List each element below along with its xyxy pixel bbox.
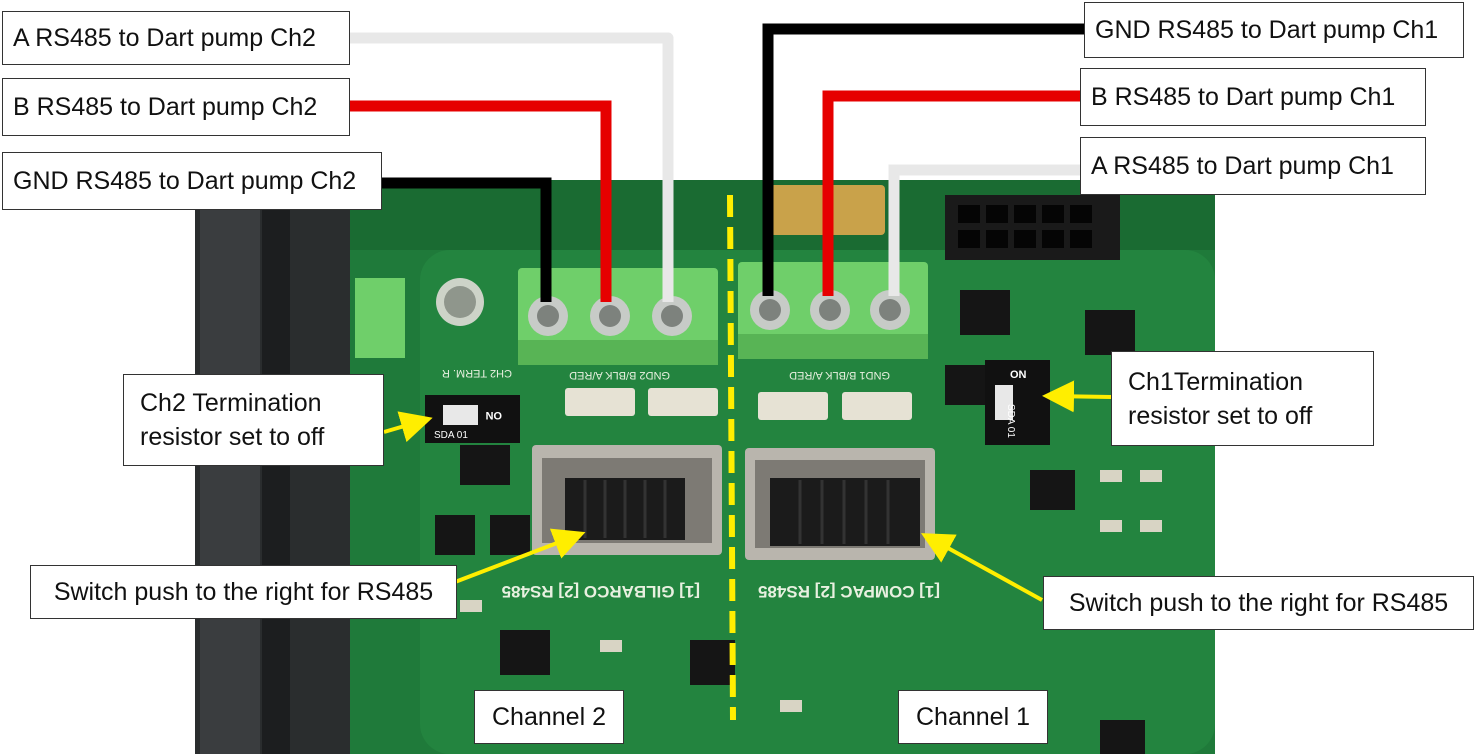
- wire-a-ch2: [350, 32, 674, 302]
- arrow-ch1-termination: [1042, 380, 1112, 413]
- dip-switch-ch2: ON SDA 01: [425, 395, 520, 443]
- label-switch-ch1: Switch push to the right for RS485: [1043, 576, 1474, 630]
- label-a-ch1: A RS485 to Dart pump Ch1: [1080, 137, 1426, 195]
- label-b-ch2: B RS485 to Dart pump Ch2: [2, 78, 350, 136]
- svg-text:ON: ON: [1010, 369, 1027, 381]
- svg-text:ON: ON: [485, 409, 502, 421]
- silk-terminals-right: GND1 B/BLK A/RED: [789, 369, 890, 381]
- label-gnd-ch1: GND RS485 to Dart pump Ch1: [1084, 2, 1464, 58]
- label-channel-1: Channel 1: [898, 690, 1048, 744]
- svg-text:SDA 01: SDA 01: [1005, 404, 1016, 438]
- silk-terminals-left: GND2 B/BLK A/RED: [569, 369, 670, 381]
- label-b-ch1: B RS485 to Dart pump Ch1: [1080, 68, 1426, 126]
- arrow-switch-ch2: [454, 528, 586, 584]
- wire-gnd-ch1: [762, 23, 1085, 296]
- label-switch-ch2: Switch push to the right for RS485: [30, 565, 457, 619]
- arrow-ch2-termination: [383, 411, 433, 443]
- channel-divider: [727, 194, 736, 721]
- silk-ch2-term: CH2 TERM. R: [442, 367, 512, 379]
- label-ch1-termination-line1: Ch1Termination: [1128, 367, 1304, 396]
- label-ch2-termination-line1: Ch2 Termination: [140, 389, 322, 417]
- label-ch2-termination-line2: resistor set to off: [140, 423, 325, 451]
- terminal-block-ch1: [738, 262, 928, 359]
- silk-mode: [1] COMPAC [2] RS485: [758, 582, 940, 601]
- wire-gnd-ch2: [382, 177, 552, 302]
- wire-b-ch1: [822, 90, 1080, 296]
- label-ch1-termination: Ch1Termination resistor set to off: [1111, 351, 1374, 446]
- slide-switch-ch2: [532, 445, 722, 555]
- label-channel-2: Channel 2: [474, 690, 624, 744]
- label-ch1-termination-line2: resistor set to off: [1128, 401, 1313, 430]
- svg-text:SDA 01: SDA 01: [434, 430, 468, 441]
- label-gnd-ch2: GND RS485 to Dart pump Ch2: [2, 152, 382, 210]
- wire-b-ch2: [350, 100, 612, 302]
- slide-switch-ch1: [745, 448, 935, 560]
- silk-gilbarco: [1] GILBARCO [2] RS485: [502, 582, 700, 601]
- wire-a-ch1: [888, 164, 1080, 296]
- label-ch2-termination: Ch2 Termination resistor set to off: [123, 374, 384, 466]
- dip-switch-ch1: ON SDA 01: [985, 360, 1050, 445]
- arrow-switch-ch1: [920, 533, 1043, 602]
- header-connector: [945, 195, 1120, 260]
- label-a-ch2: A RS485 to Dart pump Ch2: [2, 11, 350, 65]
- fuses: [565, 388, 912, 420]
